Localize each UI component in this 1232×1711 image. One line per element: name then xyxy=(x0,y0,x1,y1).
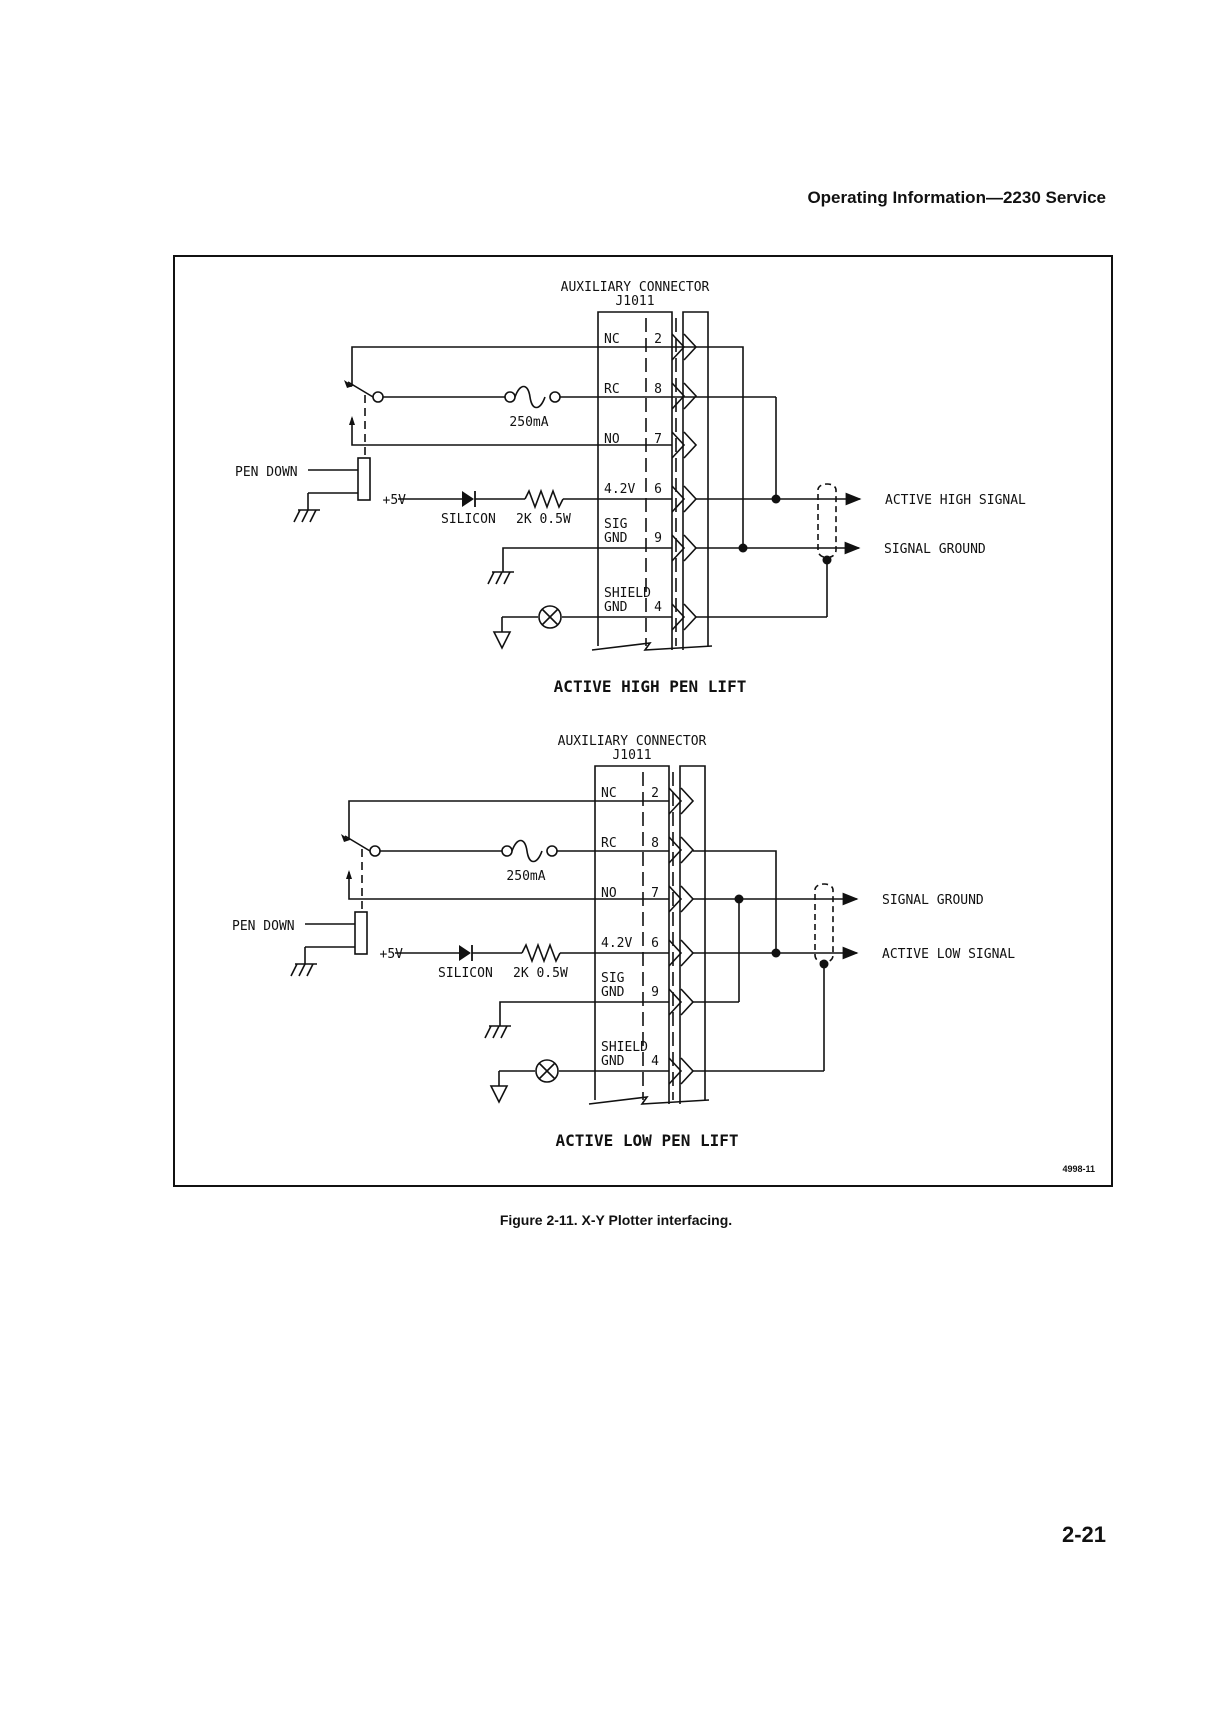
pin-number: 8 xyxy=(654,382,662,397)
pin-label: GND xyxy=(604,531,628,546)
pin-label: NC xyxy=(604,332,620,347)
figure-frame xyxy=(173,255,1113,1187)
pin-label: 4.2V xyxy=(601,936,632,951)
output-label: SIGNAL GROUND xyxy=(882,893,984,908)
diode-label: SILICON xyxy=(438,966,493,981)
diagram-title-1: ACTIVE HIGH PEN LIFT xyxy=(554,677,747,696)
ground-symbols-2 xyxy=(290,963,559,1104)
supply-label: +5V xyxy=(383,493,407,508)
pen-down-label: PEN DOWN xyxy=(235,465,298,480)
pin-label: NO xyxy=(601,886,617,901)
pin-label: SIG xyxy=(604,517,628,532)
pin-label: NC xyxy=(601,786,617,801)
pin-label: SIG xyxy=(601,971,625,986)
resistor-label: 2K 0.5W xyxy=(516,512,571,527)
junction-dots-1 xyxy=(344,380,832,565)
connector-ref-2: J1011 xyxy=(612,748,651,763)
pin-number: 4 xyxy=(654,600,662,615)
connector-ref-1: J1011 xyxy=(615,294,654,309)
output-label: ACTIVE HIGH SIGNAL xyxy=(885,493,1026,508)
pin-number: 9 xyxy=(651,985,659,1000)
pin-label: GND xyxy=(601,985,625,1000)
pin-label: 4.2V xyxy=(604,482,635,497)
figure-id: 4998-11 xyxy=(1062,1164,1095,1174)
pin-number: 7 xyxy=(651,886,659,901)
pin-label: RC xyxy=(604,382,620,397)
pin-label: RC xyxy=(601,836,617,851)
diode-label: SILICON xyxy=(441,512,496,527)
output-label: SIGNAL GROUND xyxy=(884,542,986,557)
pin-number: 6 xyxy=(654,482,662,497)
pin-number: 6 xyxy=(651,936,659,951)
pin-label: GND xyxy=(601,1054,625,1069)
figure-caption: Figure 2-11. X-Y Plotter interfacing. xyxy=(499,1212,733,1228)
connector-label-1: AUXILIARY CONNECTOR xyxy=(561,280,710,295)
pin-number: 4 xyxy=(651,1054,659,1069)
pin-label: SHIELD xyxy=(601,1040,648,1055)
connector-label-2: AUXILIARY CONNECTOR xyxy=(558,734,707,749)
pin-chevrons-2 xyxy=(668,787,695,1085)
pin-number: 7 xyxy=(654,432,662,447)
schematic-active-low xyxy=(304,765,859,1105)
page-number: 2-21 xyxy=(1061,1522,1106,1547)
page-header: Operating Information—2230 Service xyxy=(807,188,1106,207)
pin-number: 2 xyxy=(651,786,659,801)
fuse-label: 250mA xyxy=(506,869,545,884)
output-label: ACTIVE LOW SIGNAL xyxy=(882,947,1015,962)
fuse-label: 250mA xyxy=(509,415,548,430)
supply-label: +5V xyxy=(380,947,404,962)
pin-label: NO xyxy=(604,432,620,447)
pin-number: 2 xyxy=(654,332,662,347)
pen-down-label: PEN DOWN xyxy=(232,919,295,934)
diagram-title-2: ACTIVE LOW PEN LIFT xyxy=(555,1131,738,1150)
schematic-active-high xyxy=(307,311,862,651)
pin-number: 8 xyxy=(651,836,659,851)
resistor-label: 2K 0.5W xyxy=(513,966,568,981)
ground-symbols-1 xyxy=(293,509,562,650)
pin-label: SHIELD xyxy=(604,586,651,601)
junction-dots-2 xyxy=(341,834,829,969)
pin-label: GND xyxy=(604,600,628,615)
pin-number: 9 xyxy=(654,531,662,546)
